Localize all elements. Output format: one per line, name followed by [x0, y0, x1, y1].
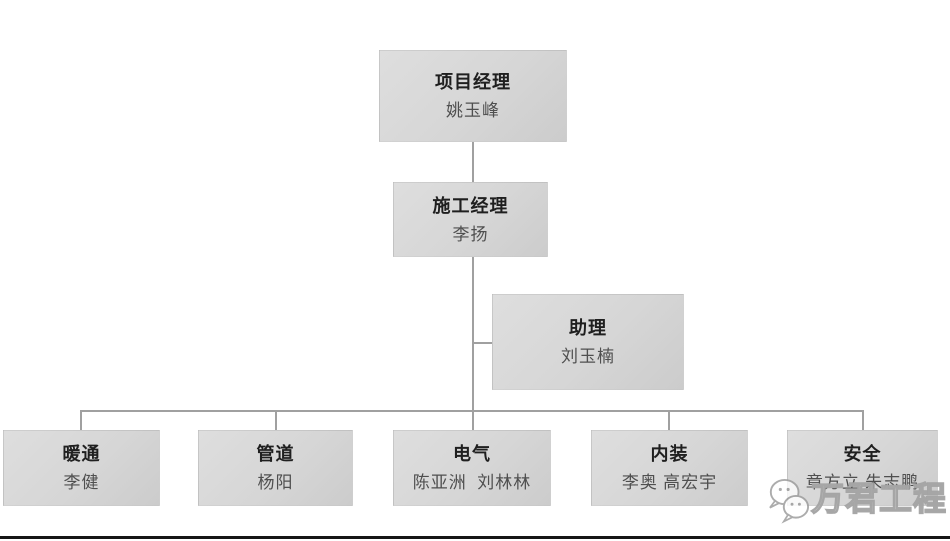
connector-drop-safety: [862, 410, 864, 431]
node-name: 李健: [63, 473, 100, 492]
org-node-piping: 管道 杨阳: [198, 430, 353, 506]
org-node-hvac: 暖通 李健: [3, 430, 160, 506]
connector-drop-electrical: [472, 410, 474, 431]
bottom-divider: [0, 536, 950, 539]
node-name: 陈亚洲 刘林林: [412, 473, 532, 492]
node-title: 安全: [843, 444, 882, 464]
org-node-construction-manager: 施工经理 李扬: [393, 182, 548, 257]
connector-branch-assistant: [473, 342, 492, 344]
node-name: 李奥 高宏宇: [621, 473, 718, 492]
node-title: 项目经理: [435, 72, 511, 92]
node-title: 管道: [256, 444, 295, 464]
org-node-project-manager: 项目经理 姚玉峰: [379, 50, 567, 142]
connector-pm-to-cm: [472, 142, 474, 182]
node-name: 章方立 朱志鹏: [805, 473, 920, 492]
node-name: 刘玉楠: [561, 347, 615, 366]
node-title: 暖通: [62, 444, 101, 464]
connector-drop-interior: [668, 410, 670, 431]
node-title: 助理: [569, 318, 607, 338]
org-node-interior: 内装 李奥 高宏宇: [591, 430, 748, 506]
org-node-assistant: 助理 刘玉楠: [492, 294, 684, 390]
node-title: 施工经理: [432, 195, 509, 216]
node-name: 杨阳: [257, 473, 294, 492]
node-title: 电气: [453, 444, 491, 464]
org-node-safety: 安全 章方立 朱志鹏: [787, 430, 938, 506]
node-name: 姚玉峰: [446, 101, 500, 120]
node-title: 内装: [650, 444, 689, 464]
connector-drop-hvac: [80, 410, 82, 431]
connector-drop-piping: [275, 410, 277, 431]
org-node-electrical: 电气 陈亚洲 刘林林: [393, 430, 551, 506]
connector-cm-trunk: [472, 257, 474, 411]
node-name: 李扬: [452, 224, 489, 244]
